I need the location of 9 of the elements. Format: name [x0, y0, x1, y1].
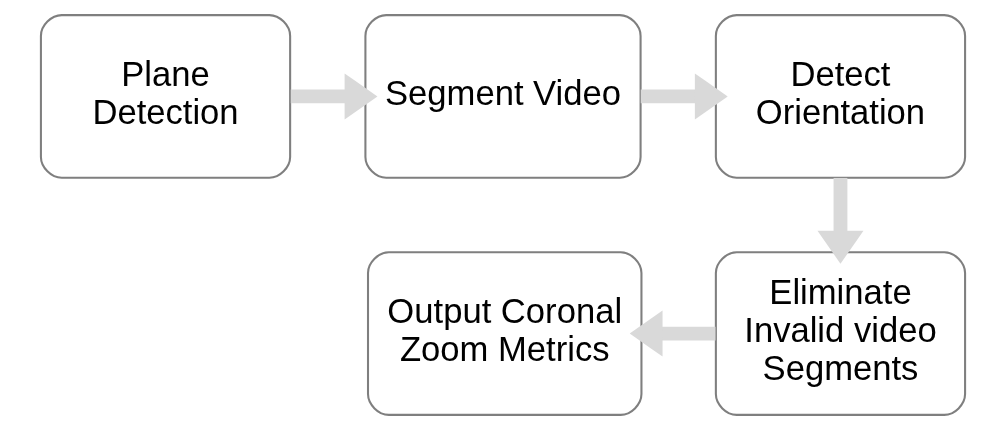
node-box: Segment Video — [364, 14, 642, 179]
node-box: Plane Detection — [39, 14, 292, 179]
arrow — [290, 73, 378, 120]
arrow — [629, 310, 716, 357]
arrow — [817, 177, 864, 264]
node-box: Detect Orientation — [714, 14, 967, 179]
node-box: Output Coronal Zoom Metrics — [366, 251, 643, 416]
arrow — [640, 73, 728, 120]
node-box: Eliminate Invalid video Segments — [714, 251, 967, 416]
